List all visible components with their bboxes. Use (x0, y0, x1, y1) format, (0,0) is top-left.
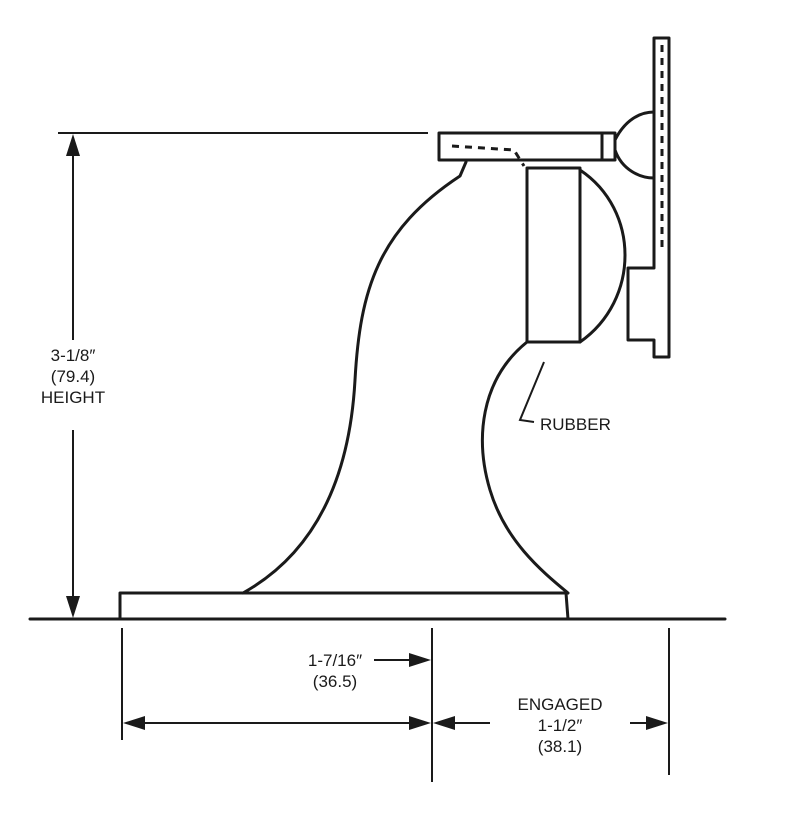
base-width-label: 1-7/16″ (36.5) (290, 650, 380, 692)
base-width-fraction: 1-7/16″ (307, 651, 363, 670)
height-arrow-down (66, 596, 80, 618)
height-label-word: HEIGHT (40, 388, 106, 407)
base-width-metric: (36.5) (312, 672, 358, 691)
bumper-dome (578, 168, 627, 344)
stop-body (241, 160, 570, 595)
base-width-pointer-arrow (409, 653, 431, 667)
base-width-arrow-right (409, 716, 431, 730)
base-plate (118, 591, 570, 621)
rubber-leader (518, 361, 545, 423)
height-label-fraction: 3-1/8″ (50, 346, 96, 365)
engaged-label: ENGAGED 1-1/2″ (38.1) (490, 694, 630, 757)
engaged-fraction: 1-1/2″ (537, 716, 583, 735)
engaged-arrow-left (433, 716, 455, 730)
rubber-bumper (525, 166, 582, 344)
hidden-latch-line (451, 144, 526, 167)
engaged-arrow-right (646, 716, 668, 730)
catch-arm (437, 131, 617, 162)
mount-hub (613, 110, 656, 180)
engaged-word: ENGAGED (517, 695, 603, 714)
base-width-arrow-left (123, 716, 145, 730)
height-label-metric: (79.4) (50, 367, 96, 386)
engaged-metric: (38.1) (537, 737, 583, 756)
height-arrow-up (66, 134, 80, 156)
wall-mount-plate (626, 36, 671, 359)
height-label: 3-1/8″ (79.4) HEIGHT (18, 345, 128, 408)
rubber-label: RUBBER (540, 415, 611, 434)
